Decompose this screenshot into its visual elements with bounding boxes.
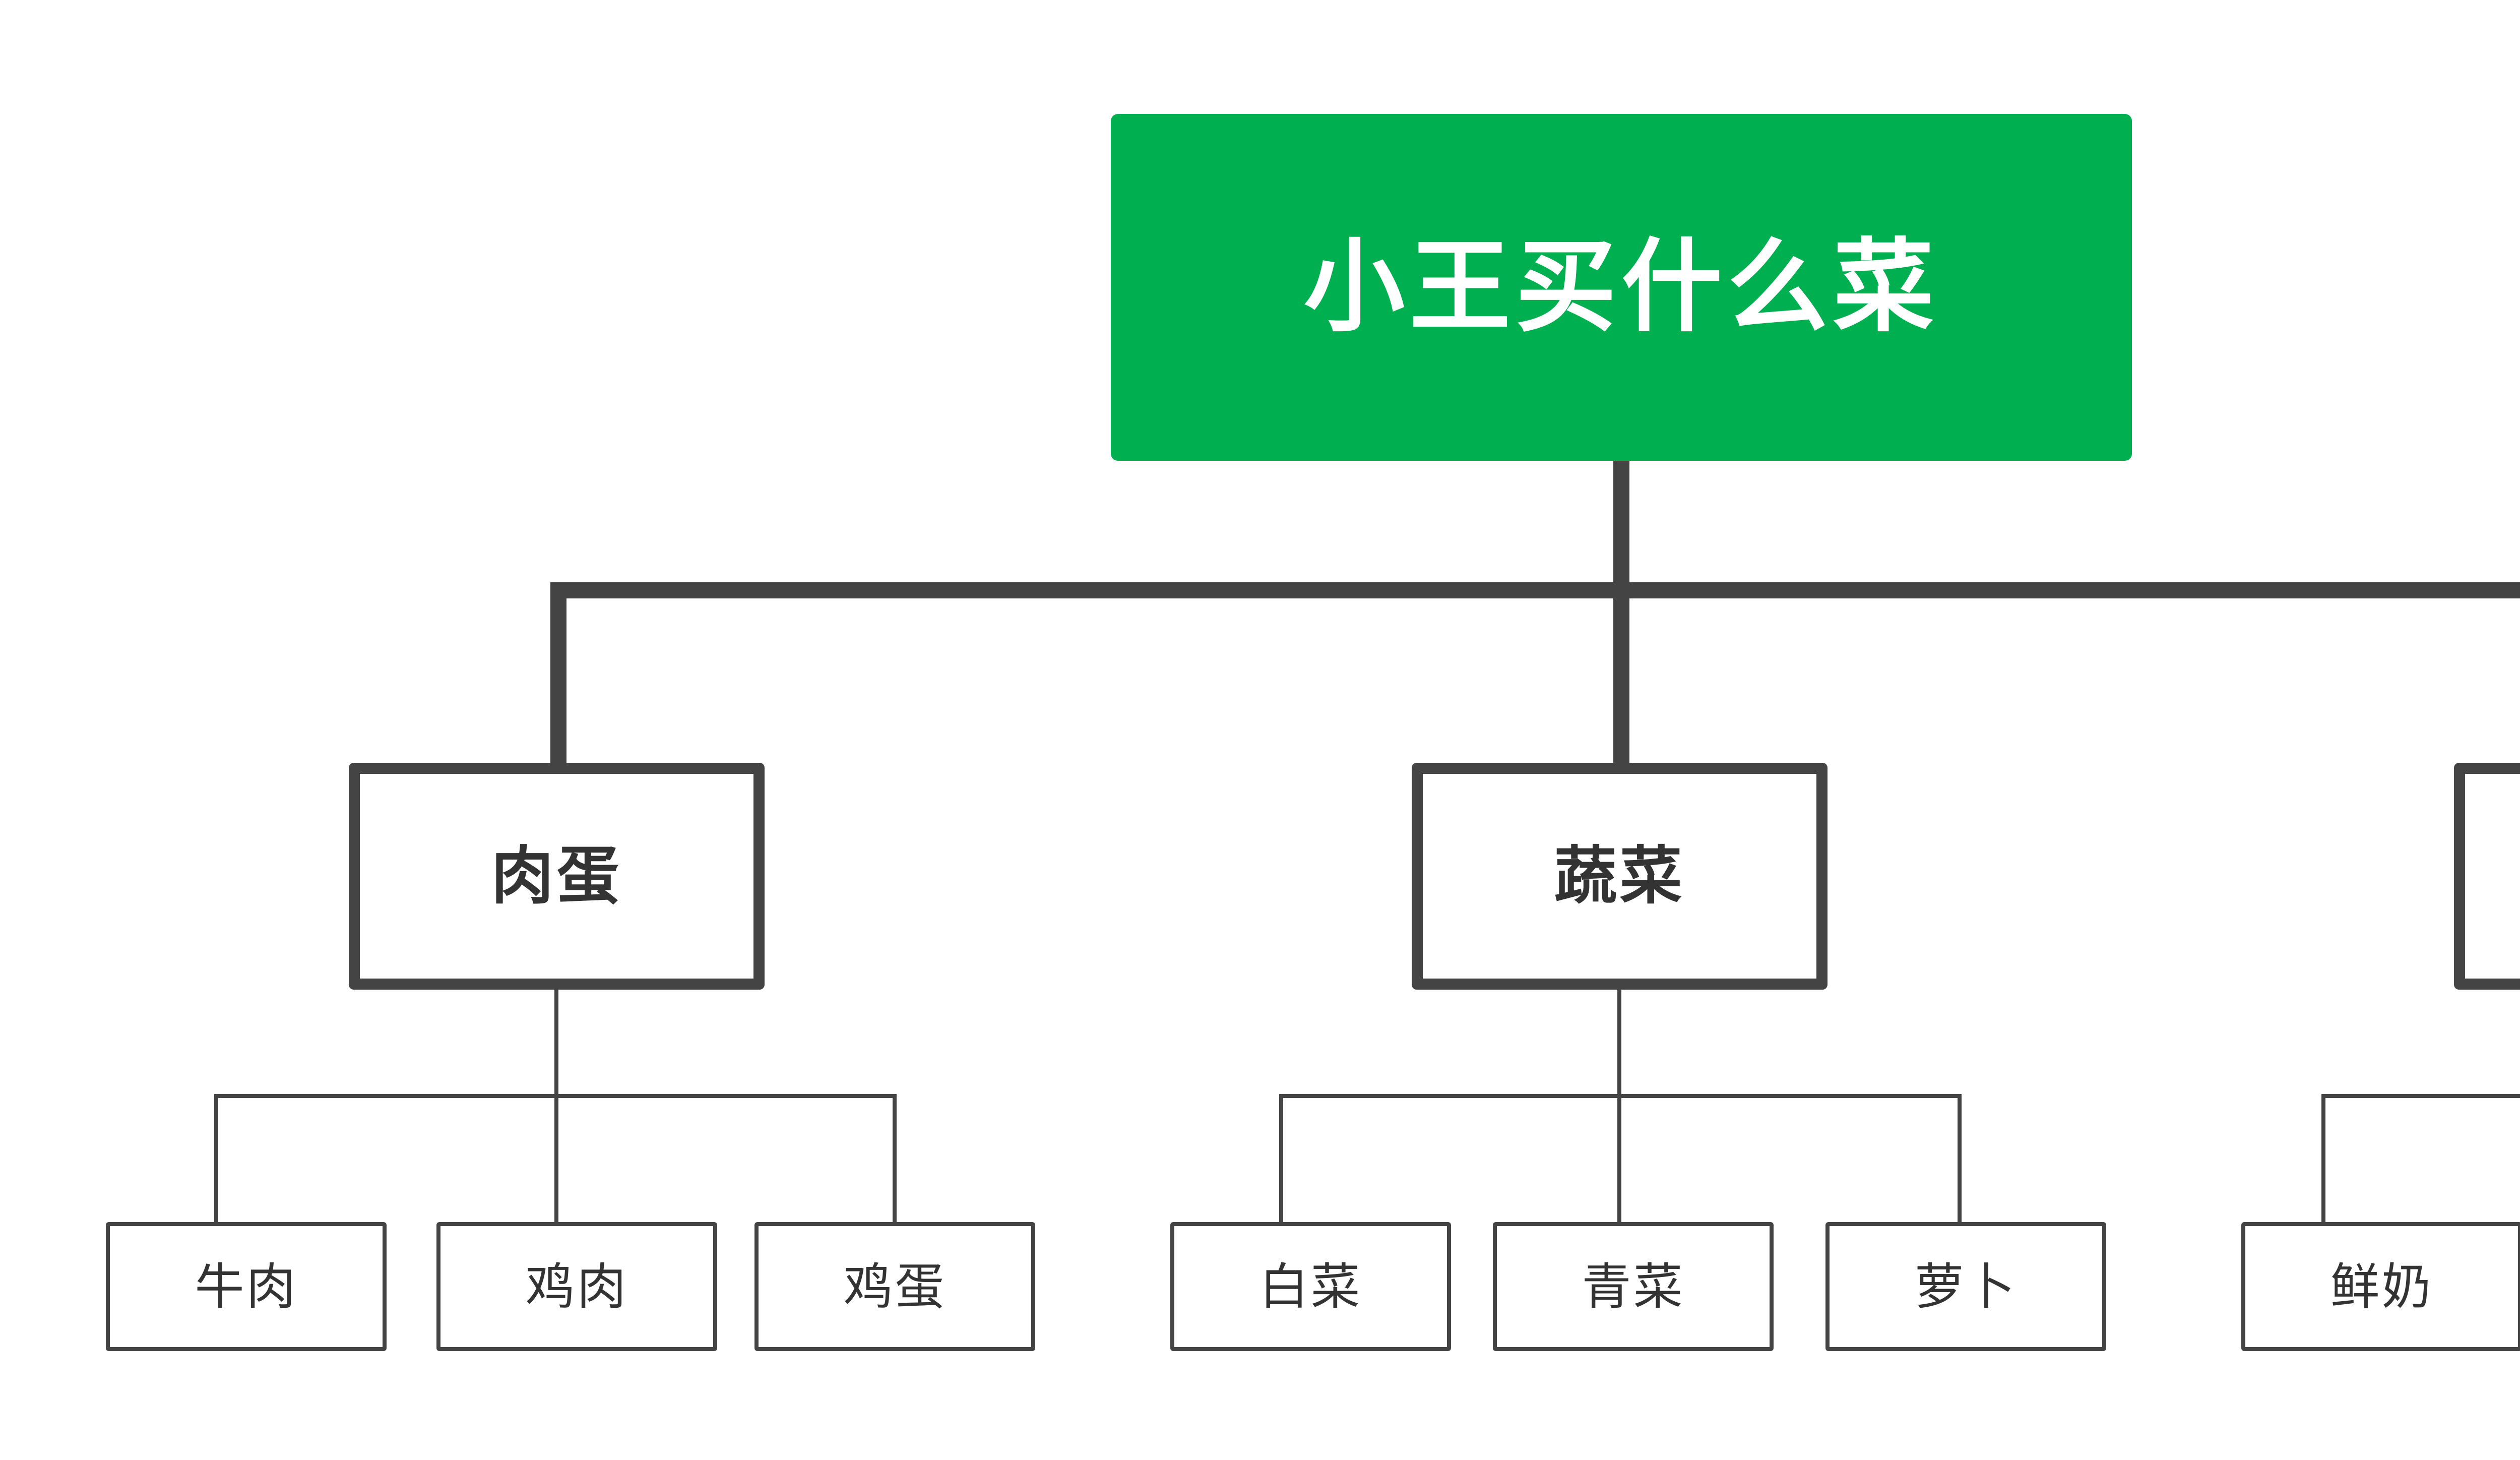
branch-node-2-label: 蔬菜: [1554, 841, 1685, 911]
connector-branch-2-leaf-3: [1958, 1094, 1962, 1224]
leaf-node-1-2-label: 鸡肉: [525, 1259, 628, 1314]
leaf-node-1-2[interactable]: 鸡肉: [436, 1222, 717, 1351]
connector-branch-2-leaf-2: [1617, 1094, 1621, 1224]
branch-node-3[interactable]: 饮品: [2454, 763, 2520, 990]
connector-root-trunk: [1613, 461, 1629, 591]
leaf-node-2-2-label: 青菜: [1582, 1259, 1685, 1314]
leaf-node-1-1[interactable]: 牛肉: [106, 1222, 387, 1351]
leaf-node-2-1[interactable]: 白菜: [1170, 1222, 1451, 1351]
leaf-node-2-1-label: 白菜: [1259, 1259, 1362, 1314]
leaf-node-1-1-label: 牛肉: [195, 1259, 298, 1314]
root-node-label: 小王买什么菜: [1303, 231, 1939, 343]
connector-drop-branch-1: [550, 582, 566, 769]
connector-branch-1-trunk: [554, 990, 558, 1096]
branch-node-1[interactable]: 肉蛋: [349, 763, 765, 990]
connector-branch-1-leaf-3: [893, 1094, 897, 1224]
connector-branch-1-leaf-2: [554, 1094, 558, 1224]
connector-branch-3-bus: [2321, 1094, 2520, 1098]
leaf-node-2-2[interactable]: 青菜: [1493, 1222, 1774, 1351]
connector-branch-3-leaf-1: [2321, 1094, 2325, 1224]
connector-drop-branch-2: [1613, 582, 1629, 769]
connector-branch-2-trunk: [1617, 990, 1621, 1096]
branch-node-2[interactable]: 蔬菜: [1412, 763, 1828, 990]
leaf-node-3-1[interactable]: 鲜奶: [2241, 1222, 2520, 1351]
root-node[interactable]: 小王买什么菜: [1111, 114, 2132, 461]
leaf-node-1-3[interactable]: 鸡蛋: [754, 1222, 1035, 1351]
leaf-node-2-3[interactable]: 萝卜: [1825, 1222, 2106, 1351]
connector-branch-2-leaf-1: [1279, 1094, 1283, 1224]
branch-node-1-label: 肉蛋: [491, 841, 622, 911]
leaf-node-1-3-label: 鸡蛋: [843, 1259, 947, 1314]
leaf-node-3-1-label: 鲜奶: [2330, 1259, 2433, 1314]
leaf-node-2-3-label: 萝卜: [1914, 1259, 2018, 1314]
connector-level2-bus: [550, 582, 2520, 598]
connector-branch-1-leaf-1: [214, 1094, 218, 1224]
